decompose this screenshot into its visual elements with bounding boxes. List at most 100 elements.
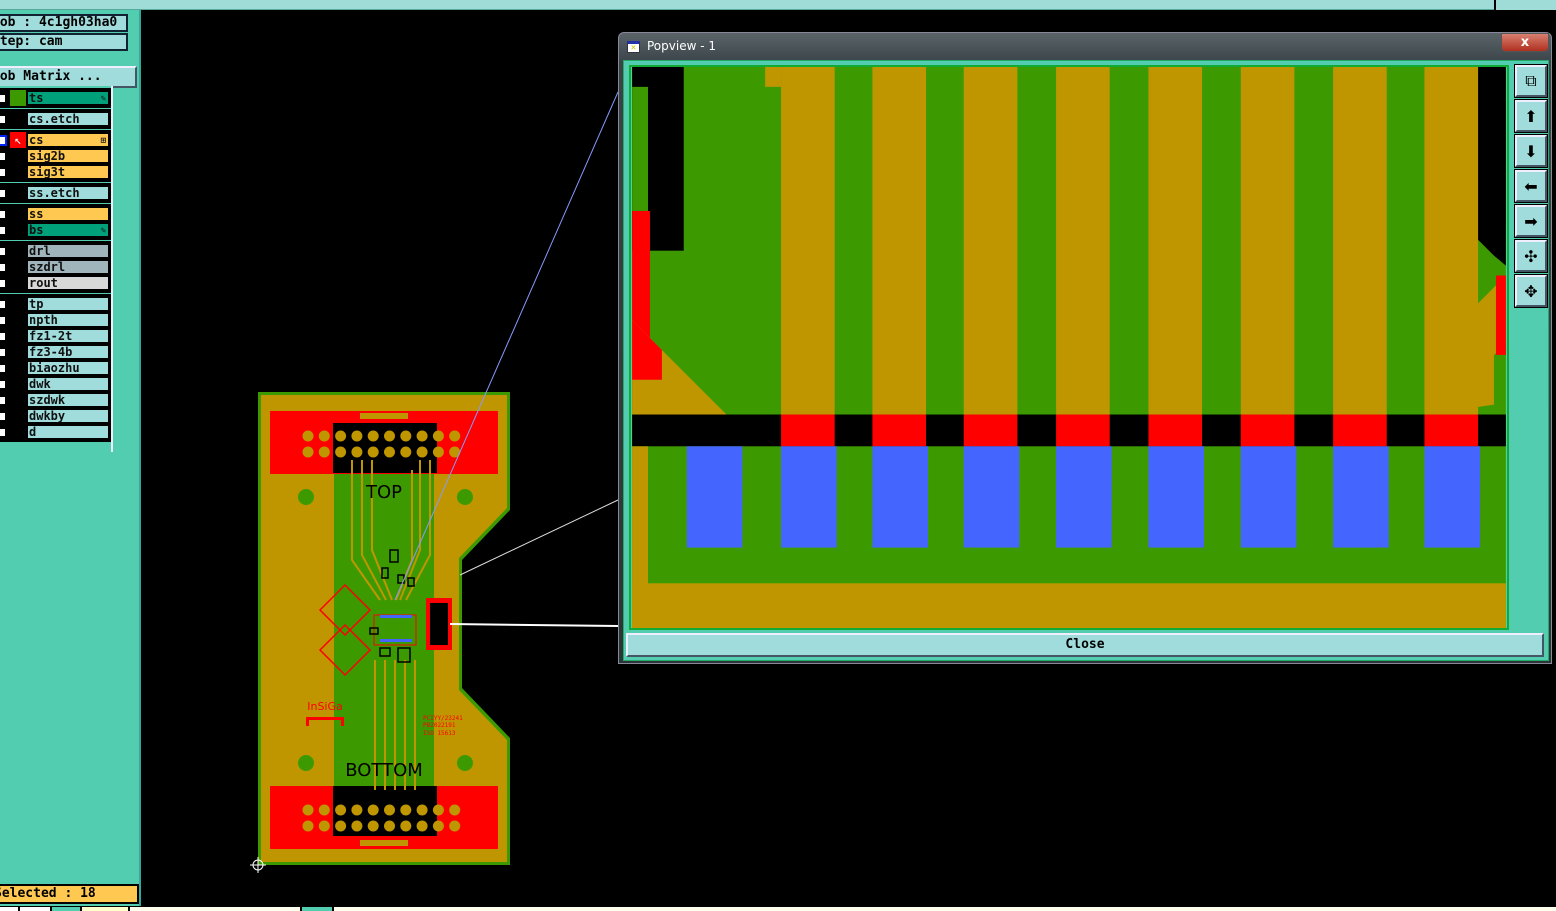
status-cell xyxy=(334,907,1556,911)
layer-name[interactable]: sig2b xyxy=(26,148,110,164)
layer-checkbox[interactable] xyxy=(0,114,7,125)
layer-row-fz1-2t[interactable]: fz1-2t xyxy=(0,328,110,344)
layer-name[interactable]: dwkby xyxy=(26,408,110,424)
pan-down-button[interactable]: ⬇ xyxy=(1514,134,1548,168)
board-marking-1: PCIYY/23241 xyxy=(423,715,463,722)
layer-checkbox[interactable] xyxy=(0,262,7,273)
layer-checkbox[interactable] xyxy=(0,93,7,104)
layer-name[interactable]: rout xyxy=(26,275,110,291)
layer-color-swatch[interactable] xyxy=(10,296,26,312)
layer-color-swatch[interactable] xyxy=(10,408,26,424)
layer-color-swatch[interactable] xyxy=(10,185,26,201)
layer-color-swatch[interactable] xyxy=(10,259,26,275)
layer-row-fz3-4b[interactable]: fz3-4b xyxy=(0,344,110,360)
layer-name[interactable]: d xyxy=(26,424,110,440)
work-layer-arrow-icon[interactable]: ↖ xyxy=(10,132,26,148)
finger-pad xyxy=(963,414,1018,447)
layer-color-swatch[interactable] xyxy=(10,164,26,180)
layer-row-tp[interactable]: tp xyxy=(0,296,110,312)
layer-name[interactable]: szdrl xyxy=(26,259,110,275)
layer-row-dwkby[interactable]: dwkby xyxy=(0,408,110,424)
zoom-out-button[interactable]: ✥ xyxy=(1514,274,1548,308)
layer-checkbox[interactable] xyxy=(0,135,7,146)
layer-color-swatch[interactable] xyxy=(10,392,26,408)
layer-checkbox[interactable] xyxy=(0,379,7,390)
layer-name[interactable]: fz3-4b xyxy=(26,344,110,360)
zoom-in-button[interactable]: ✣ xyxy=(1514,239,1548,273)
pan-left-button[interactable]: ⬅ xyxy=(1514,169,1548,203)
layer-checkbox[interactable] xyxy=(0,411,7,422)
layer-color-swatch[interactable] xyxy=(10,148,26,164)
close-button[interactable]: Close xyxy=(626,633,1544,657)
finger-pad xyxy=(1148,414,1203,447)
layer-name[interactable]: drl xyxy=(26,243,110,259)
layer-color-swatch[interactable] xyxy=(10,312,26,328)
layer-row-sig2b[interactable]: sig2b xyxy=(0,148,110,164)
layer-row-ts[interactable]: ts✎ xyxy=(0,90,110,106)
layer-checkbox[interactable] xyxy=(0,347,7,358)
layer-name[interactable]: szdwk xyxy=(26,392,110,408)
layer-name[interactable]: dwk xyxy=(26,376,110,392)
layer-name[interactable]: fz1-2t xyxy=(26,328,110,344)
layer-checkbox[interactable] xyxy=(0,427,7,438)
layer-color-swatch[interactable] xyxy=(10,222,26,238)
layer-row-cs[interactable]: ↖cs⊞ xyxy=(0,132,110,148)
layer-row-biaozhu[interactable]: biaozhu xyxy=(0,360,110,376)
layer-color-swatch[interactable] xyxy=(10,243,26,259)
layer-color-swatch[interactable] xyxy=(10,206,26,222)
layer-row-ss[interactable]: ss xyxy=(0,206,110,222)
layer-row-d[interactable]: d xyxy=(0,424,110,440)
layer-row-cs.etch[interactable]: cs.etch xyxy=(0,111,110,127)
layer-checkbox[interactable] xyxy=(0,188,7,199)
layer-checkbox[interactable] xyxy=(0,278,7,289)
layer-name[interactable]: sig3t xyxy=(26,164,110,180)
connector-pad xyxy=(400,804,412,816)
pan-up-button[interactable]: ⬆ xyxy=(1514,99,1548,133)
window-close-button[interactable]: x xyxy=(1501,33,1549,52)
layer-name[interactable]: cs.etch xyxy=(26,111,110,127)
layer-color-swatch[interactable] xyxy=(10,275,26,291)
layer-name[interactable]: npth xyxy=(26,312,110,328)
layer-name[interactable]: tp xyxy=(26,296,110,312)
layer-checkbox[interactable] xyxy=(0,363,7,374)
layer-row-szdwk[interactable]: szdwk xyxy=(0,392,110,408)
layer-checkbox[interactable] xyxy=(0,151,7,162)
layer-row-dwk[interactable]: dwk xyxy=(0,376,110,392)
layer-color-swatch[interactable] xyxy=(10,111,26,127)
layer-name[interactable]: biaozhu xyxy=(26,360,110,376)
layer-row-sig3t[interactable]: sig3t xyxy=(0,164,110,180)
layer-name[interactable]: ss xyxy=(26,206,110,222)
layer-checkbox[interactable] xyxy=(0,167,7,178)
layer-name[interactable]: bs✎ xyxy=(26,222,110,238)
layer-color-swatch[interactable] xyxy=(10,424,26,440)
layer-checkbox[interactable] xyxy=(0,299,7,310)
layer-row-drl[interactable]: drl xyxy=(0,243,110,259)
job-matrix-button[interactable]: Job Matrix ... xyxy=(0,66,137,88)
layer-row-rout[interactable]: rout xyxy=(0,275,110,291)
zoom-window-button[interactable]: ⧉ xyxy=(1514,64,1548,98)
window-app-icon: ✕ xyxy=(627,41,640,53)
layer-color-swatch[interactable] xyxy=(10,360,26,376)
layer-color-swatch[interactable] xyxy=(10,90,26,106)
layer-checkbox[interactable] xyxy=(0,225,7,236)
layer-checkbox[interactable] xyxy=(0,209,7,220)
layer-row-bs[interactable]: bs✎ xyxy=(0,222,110,238)
layer-checkbox[interactable] xyxy=(0,395,7,406)
pcb-graphic-view[interactable]: TOP BOTTOM InSiGa PCIYY/23241 PB2022191 … xyxy=(141,10,1556,906)
layer-checkbox[interactable] xyxy=(0,315,7,326)
layer-name[interactable]: cs⊞ xyxy=(26,132,110,148)
layer-row-ss.etch[interactable]: ss.etch xyxy=(0,185,110,201)
layer-checkbox[interactable] xyxy=(0,246,7,257)
layer-color-swatch[interactable] xyxy=(10,376,26,392)
layer-row-szdrl[interactable]: szdrl xyxy=(0,259,110,275)
layer-name[interactable]: ss.etch xyxy=(26,185,110,201)
layer-row-npth[interactable]: npth xyxy=(0,312,110,328)
layer-name[interactable]: ts✎ xyxy=(26,90,110,106)
popview-canvas[interactable] xyxy=(629,65,1509,630)
layer-color-swatch[interactable] xyxy=(10,328,26,344)
layer-checkbox[interactable] xyxy=(0,331,7,342)
status-cell xyxy=(82,907,128,911)
layer-color-swatch[interactable] xyxy=(10,344,26,360)
pan-right-button[interactable]: ➡ xyxy=(1514,204,1548,238)
